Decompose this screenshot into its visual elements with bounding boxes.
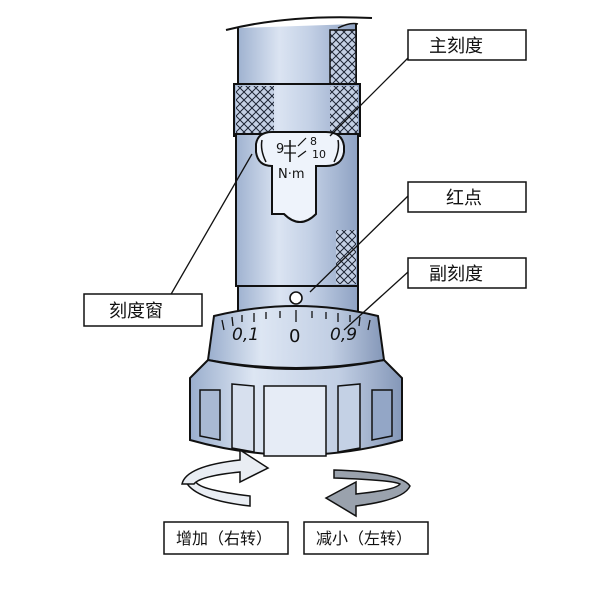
label-sub-scale: 副刻度: [407, 257, 527, 289]
dial-left-text: 0,1: [232, 325, 259, 345]
window-right-bottom-value: 10: [312, 148, 326, 161]
label-scale-window-text: 刻度窗: [109, 301, 163, 322]
leader-lines: [169, 57, 409, 331]
label-sub-scale-text: 副刻度: [429, 264, 483, 285]
label-decrease: 减小（左转）: [303, 521, 429, 555]
dial-center-text: 0: [289, 326, 300, 347]
label-increase-text: 增加（右转）: [176, 529, 272, 548]
rotate-right-arrow: [181, 448, 270, 507]
grip-knob: [189, 358, 403, 457]
dial-thimble: 0,1 0 0,9: [206, 305, 386, 369]
upper-shaft: [225, 16, 373, 85]
scale-window: 9 8 10 N·m: [255, 131, 345, 223]
window-unit: N·m: [278, 167, 305, 182]
label-increase: 增加（右转）: [163, 521, 289, 555]
label-red-dot: 红点: [407, 181, 527, 213]
red-dot-marker: [289, 291, 303, 305]
knurled-ring: [233, 83, 361, 137]
dial-right-text: 0,9: [330, 325, 357, 345]
label-main-scale: 主刻度: [407, 29, 527, 61]
window-left-value: 9: [276, 142, 284, 157]
label-red-dot-text: 红点: [446, 188, 482, 209]
label-decrease-text: 减小（左转）: [316, 529, 412, 548]
window-right-top-value: 8: [310, 135, 317, 148]
label-main-scale-text: 主刻度: [429, 36, 483, 57]
rotate-left-arrow: [324, 469, 411, 518]
label-scale-window: 刻度窗: [83, 293, 203, 327]
